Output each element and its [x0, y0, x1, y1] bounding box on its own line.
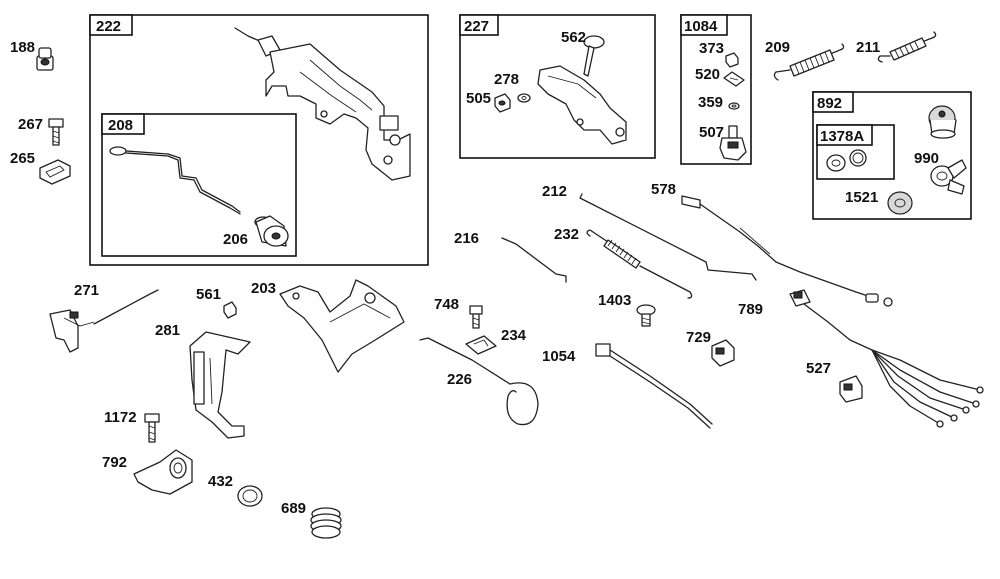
- part-1054-drawing: [595, 343, 713, 429]
- part-226-drawing: [419, 337, 539, 426]
- part-892-switch-drawing: [928, 105, 957, 139]
- part-1521-drawing: [887, 191, 913, 215]
- group-label-208: 208: [108, 117, 133, 134]
- part-label-212: 212: [542, 183, 567, 200]
- part-203-drawing: [279, 279, 405, 373]
- part-232-drawing: [586, 229, 693, 299]
- part-211-drawing: [877, 31, 937, 63]
- part-227-bracket-drawing: [537, 65, 627, 145]
- part-label-578: 578: [651, 181, 676, 198]
- part-label-1521: 1521: [845, 189, 878, 206]
- group-227: 227: [459, 14, 656, 159]
- part-label-206: 206: [223, 231, 248, 248]
- part-792-drawing: [133, 449, 193, 495]
- part-label-209: 209: [765, 39, 790, 56]
- part-729-drawing: [711, 339, 735, 367]
- part-label-432: 432: [208, 473, 233, 490]
- part-990-drawing: [930, 159, 967, 195]
- part-label-729: 729: [686, 329, 711, 346]
- part-label-234: 234: [501, 327, 527, 344]
- part-label-792: 792: [102, 454, 127, 471]
- part-209-drawing: [773, 43, 845, 81]
- part-216-drawing: [501, 237, 567, 283]
- part-label-520: 520: [695, 66, 720, 83]
- part-1378A-nut-drawing: [826, 154, 846, 172]
- part-1378A-washer-drawing: [849, 149, 867, 167]
- group-label-892: 892: [817, 95, 842, 112]
- part-label-359: 359: [698, 94, 723, 111]
- part-188-drawing: [36, 47, 54, 71]
- part-527-drawing: [839, 375, 863, 403]
- part-label-211: 211: [856, 39, 880, 56]
- part-label-1403: 1403: [598, 292, 631, 309]
- part-label-232: 232: [554, 226, 579, 243]
- part-267-drawing: [48, 118, 64, 146]
- part-1403-drawing: [636, 304, 656, 327]
- group-1084: 1084: [680, 14, 752, 165]
- part-520-drawing: [723, 71, 745, 87]
- part-373-drawing: [725, 52, 739, 68]
- group-label-1084: 1084: [684, 18, 718, 35]
- part-label-789: 789: [738, 301, 763, 318]
- part-561-drawing: [223, 301, 237, 319]
- part-789-drawing: [789, 289, 984, 428]
- part-label-216: 216: [454, 230, 479, 247]
- part-206-drawing: [254, 215, 289, 247]
- part-label-561: 561: [196, 286, 221, 303]
- part-748-drawing: [469, 305, 483, 329]
- group-222: 222: [89, 14, 429, 266]
- part-1172-drawing: [144, 413, 160, 443]
- part-432-drawing: [237, 485, 263, 507]
- part-label-203: 203: [251, 280, 276, 297]
- part-label-990: 990: [914, 150, 939, 167]
- part-507-drawing: [719, 125, 747, 161]
- part-label-281: 281: [155, 322, 180, 339]
- part-359-drawing: [728, 102, 740, 110]
- group-label-222: 222: [96, 18, 121, 35]
- part-label-188: 188: [10, 39, 35, 56]
- group-label-1378A: 1378A: [820, 128, 864, 145]
- part-label-265: 265: [10, 150, 35, 167]
- part-208-drawing: [109, 146, 241, 215]
- part-label-507: 507: [699, 124, 724, 141]
- part-234-drawing: [465, 335, 497, 355]
- part-505-drawing: [494, 93, 511, 113]
- part-222-drawing: [234, 27, 411, 181]
- group-208: 208: [101, 113, 297, 257]
- part-label-1054: 1054: [542, 348, 576, 365]
- part-label-562: 562: [561, 29, 586, 46]
- part-578-drawing: [681, 195, 893, 307]
- group-892: 892: [812, 91, 972, 220]
- part-265-drawing: [39, 159, 71, 185]
- part-562-drawing: [583, 35, 605, 77]
- part-281-drawing: [189, 331, 251, 439]
- part-label-278: 278: [494, 71, 519, 88]
- part-label-226: 226: [447, 371, 472, 388]
- part-689-drawing: [310, 507, 342, 539]
- group-1378A: 1378A: [816, 124, 895, 180]
- part-label-748: 748: [434, 296, 459, 313]
- part-label-1172: 1172: [104, 409, 137, 426]
- part-label-527: 527: [806, 360, 831, 377]
- part-label-505: 505: [466, 90, 491, 107]
- part-label-271: 271: [74, 282, 99, 299]
- part-212-drawing: [579, 193, 757, 281]
- part-label-689: 689: [281, 500, 306, 517]
- part-label-267: 267: [18, 116, 43, 133]
- part-271-drawing: [49, 289, 159, 353]
- part-278-drawing: [517, 93, 531, 103]
- group-label-227: 227: [464, 18, 489, 35]
- part-label-373: 373: [699, 40, 724, 57]
